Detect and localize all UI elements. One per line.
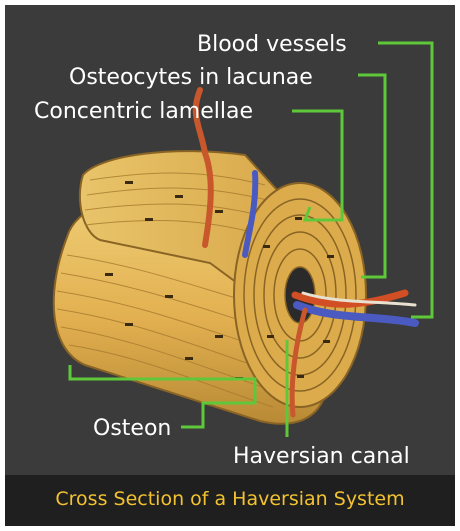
haversian-illustration: Blood vessels Osteocytes in lacunae Conc…: [5, 5, 455, 526]
label-osteocytes: Osteocytes in lacunae: [69, 65, 313, 90]
diagram-frame: Blood vessels Osteocytes in lacunae Conc…: [5, 5, 455, 526]
label-concentric-lamellae: Concentric lamellae: [34, 99, 253, 124]
osteocytes-leader: [358, 75, 385, 277]
figure-caption: Cross Section of a Haversian System: [5, 486, 455, 512]
label-blood-vessels: Blood vessels: [197, 32, 347, 57]
label-osteon: Osteon: [93, 416, 171, 441]
label-haversian-canal: Haversian canal: [233, 444, 410, 469]
caption-bar: Cross Section of a Haversian System: [5, 475, 455, 526]
